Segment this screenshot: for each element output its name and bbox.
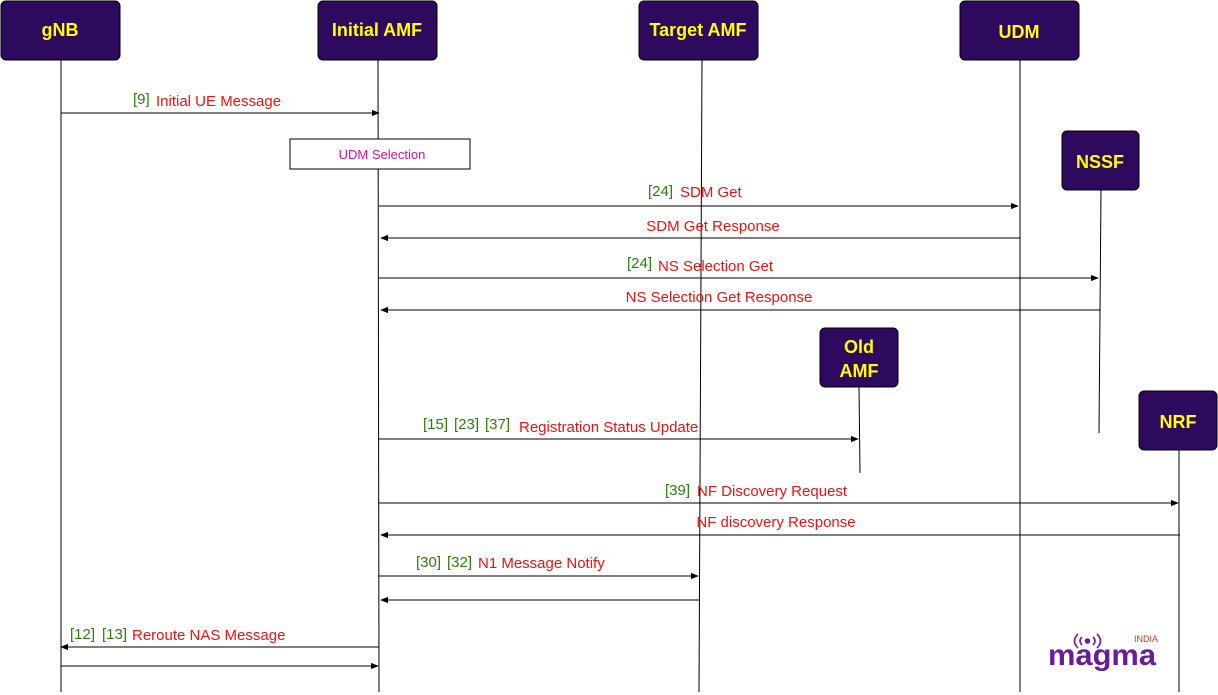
message-initial-ue-label: Initial UE Message (156, 93, 281, 110)
actor-old-amf-label-line2: AMF (840, 361, 879, 381)
actor-target-amf: Target AMF (638, 0, 759, 61)
message-n1-message-notify-ref-2: [32] (447, 554, 472, 571)
actor-gnb-label: gNB (42, 20, 79, 40)
message-reroute-nas-ref-1: [12] (70, 626, 95, 643)
message-reroute-nas-label: Reroute NAS Message (132, 627, 285, 644)
actor-udm: UDM (959, 0, 1080, 61)
note-udm-selection: UDM Selection (289, 138, 471, 170)
message-nf-discovery-request-ref: [39] (665, 482, 690, 499)
message-ns-selection-get-response-label: NS Selection Get Response (626, 289, 813, 306)
message-nf-discovery-request-label: NF Discovery Request (697, 483, 848, 500)
actor-nrf: NRF (1138, 390, 1218, 451)
actor-initial-amf: Initial AMF (317, 0, 438, 61)
message-sdm-get-label: SDM Get (680, 184, 743, 201)
note-udm-selection-label: UDM Selection (339, 147, 426, 162)
message-registration-status-update-ref-1: [15] (423, 416, 448, 433)
logo-main-text: magma (1048, 639, 1156, 672)
message-ns-selection-get-label: NS Selection Get (658, 258, 774, 275)
message-nf-discovery-response-label: NF discovery Response (696, 514, 855, 531)
actor-old-amf: Old AMF (819, 327, 899, 388)
actor-nrf-label: NRF (1160, 412, 1197, 432)
actor-nssf-label: NSSF (1076, 152, 1124, 172)
message-reroute-nas-ref-2: [13] (102, 626, 127, 643)
message-n1-message-notify-ref-1: [30] (416, 554, 441, 571)
message-registration-status-update-ref-2: [23] (454, 416, 479, 433)
logo-sub-text: INDIA (1134, 634, 1158, 644)
lifeline-nssf (1098, 189, 1102, 434)
message-n1-message-notify-label: N1 Message Notify (478, 555, 605, 572)
magma-india-logo: INDIA magma (1040, 618, 1178, 690)
actor-initial-amf-label: Initial AMF (332, 20, 422, 40)
actor-udm-label: UDM (999, 22, 1040, 42)
message-sdm-get-ref: [24] (648, 183, 673, 200)
message-sdm-get-response-label: SDM Get Response (646, 218, 779, 235)
signal-tower-icon (1073, 633, 1102, 649)
actor-gnb: gNB (0, 0, 121, 61)
message-registration-status-update-ref-3: [37] (485, 416, 510, 433)
message-ns-selection-get-ref: [24] (627, 255, 652, 272)
actor-nssf: NSSF (1061, 130, 1140, 191)
lifeline-target-amf (698, 59, 703, 693)
actor-old-amf-label-line1: Old (844, 337, 874, 357)
actor-target-amf-label: Target AMF (650, 20, 747, 40)
message-registration-status-update-label: Registration Status Update (519, 419, 698, 436)
message-initial-ue-ref: [9] (133, 91, 150, 108)
lifeline-old-amf (858, 386, 861, 474)
